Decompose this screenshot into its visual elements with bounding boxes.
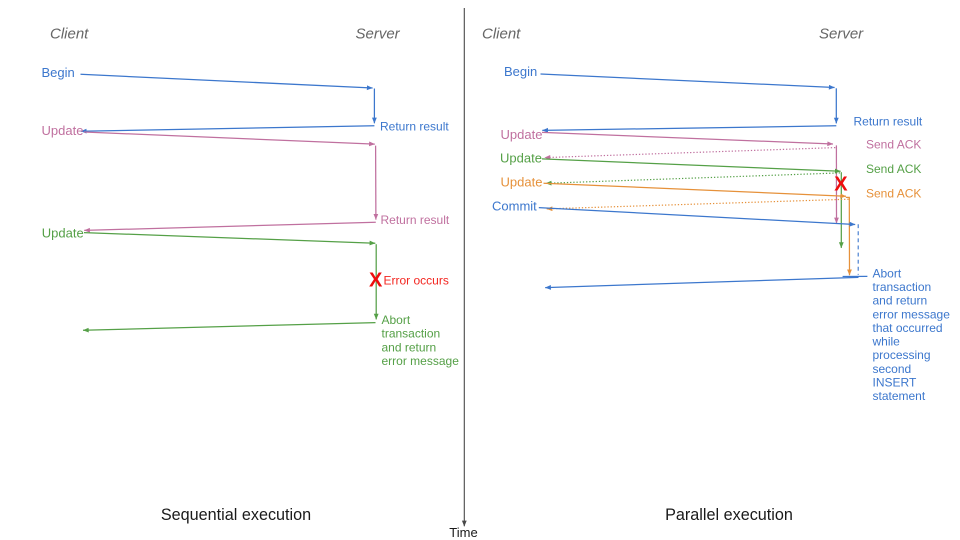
svg-text:Commit: Commit	[492, 199, 537, 214]
svg-text:Update: Update	[42, 123, 84, 138]
svg-text:Parallel execution: Parallel execution	[665, 506, 793, 524]
svg-text:INSERT: INSERT	[873, 375, 917, 389]
svg-text:Send ACK: Send ACK	[866, 186, 921, 200]
svg-text:transaction: transaction	[382, 327, 441, 341]
svg-text:and return: and return	[382, 340, 437, 354]
svg-text:Update: Update	[42, 225, 84, 240]
svg-text:Return result: Return result	[854, 114, 923, 128]
svg-text:error message: error message	[873, 307, 951, 321]
svg-text:error message: error message	[382, 354, 460, 368]
svg-text:Error occurs: Error occurs	[384, 274, 449, 288]
svg-text:second: second	[873, 362, 912, 376]
svg-text:processing: processing	[873, 348, 931, 362]
svg-text:Return result: Return result	[380, 120, 449, 134]
svg-text:Time: Time	[449, 525, 477, 540]
svg-text:Update: Update	[500, 151, 542, 166]
svg-text:while: while	[872, 335, 901, 349]
svg-text:and return: and return	[873, 294, 928, 308]
svg-text:statement: statement	[873, 389, 926, 403]
svg-text:Update: Update	[501, 175, 543, 190]
svg-text:Send ACK: Send ACK	[866, 137, 921, 151]
svg-text:Begin: Begin	[42, 65, 75, 80]
svg-text:Client: Client	[482, 26, 521, 43]
svg-text:Send ACK: Send ACK	[866, 162, 921, 176]
svg-text:Abort: Abort	[873, 267, 902, 281]
svg-text:Sequential execution: Sequential execution	[161, 506, 311, 524]
svg-text:Update: Update	[501, 127, 543, 142]
svg-text:Return result: Return result	[381, 213, 450, 227]
svg-text:transaction: transaction	[873, 280, 932, 294]
svg-text:Client: Client	[50, 26, 89, 43]
svg-text:that occurred: that occurred	[873, 321, 943, 335]
svg-text:Abort: Abort	[382, 313, 411, 327]
svg-text:Server: Server	[356, 26, 401, 43]
svg-text:Server: Server	[819, 26, 864, 43]
svg-text:X: X	[369, 270, 383, 292]
svg-text:X: X	[834, 173, 848, 195]
svg-text:Begin: Begin	[504, 64, 537, 79]
